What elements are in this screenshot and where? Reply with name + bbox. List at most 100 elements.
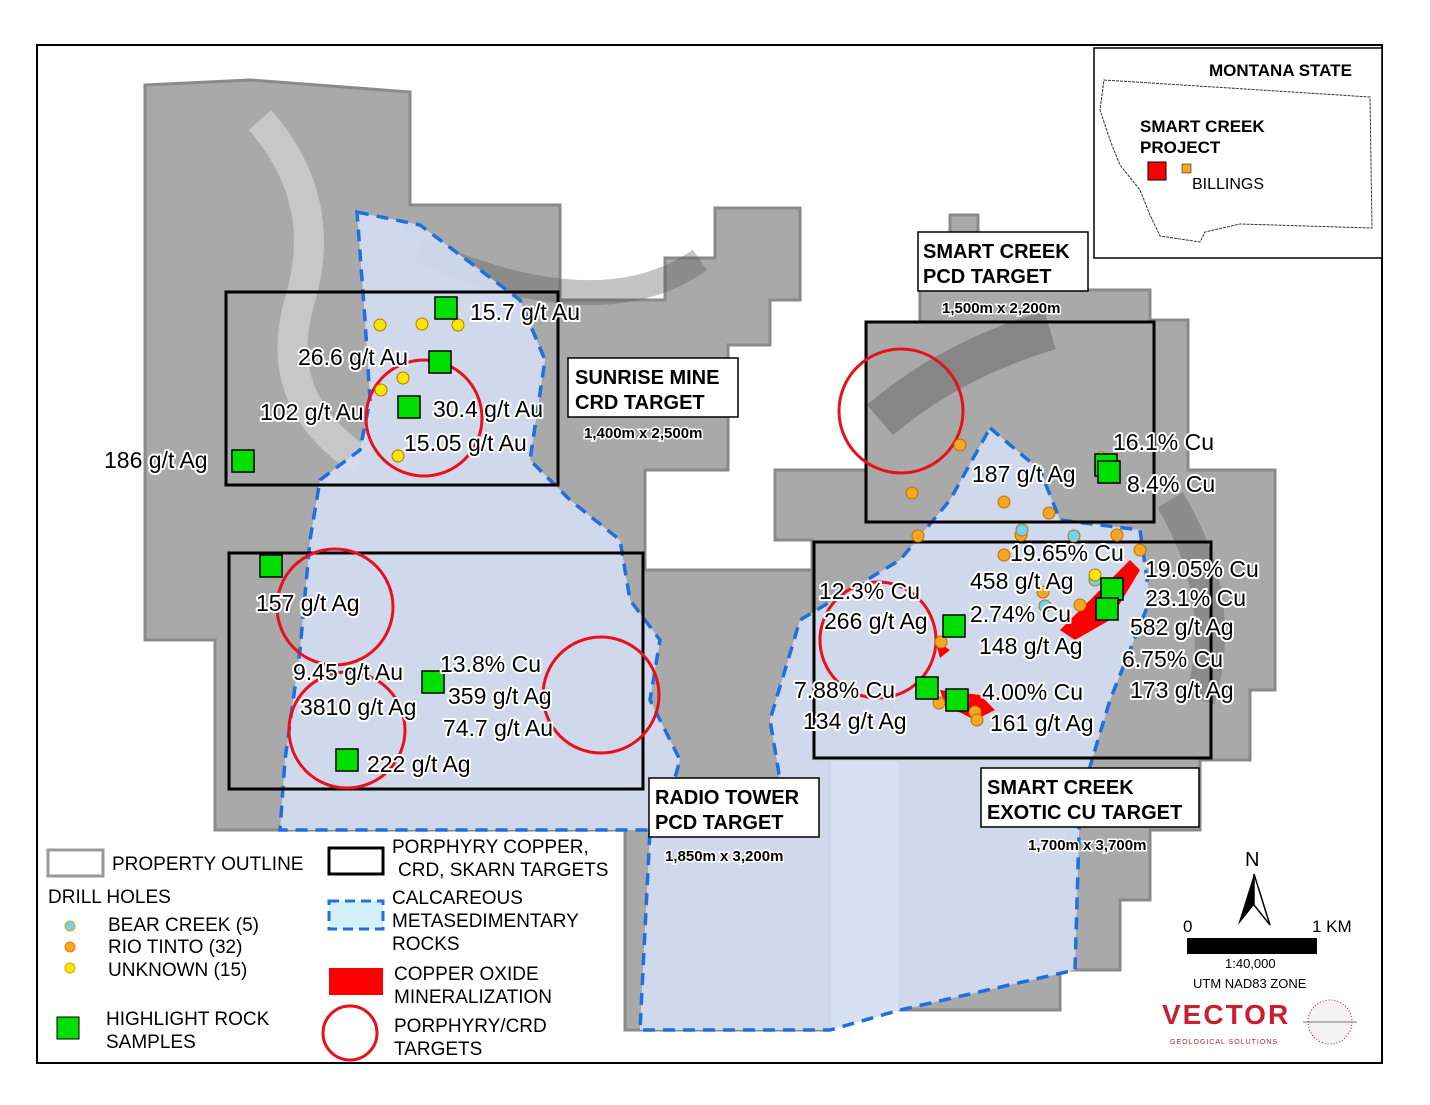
- svg-text:1,400m x 2,500m: 1,400m x 2,500m: [584, 425, 702, 442]
- drill-hole-rio-tinto: [905, 486, 919, 500]
- hillshade: [248, 110, 1225, 705]
- target-label-radio-tower: RADIO TOWER PCD TARGET 1,850m x 3,200m: [648, 777, 820, 867]
- svg-text:CRD, SKARN TARGETS: CRD, SKARN TARGETS: [398, 860, 608, 881]
- svg-text:METASEDIMENTARY: METASEDIMENTARY: [392, 911, 579, 932]
- rock-sample-marker: [1100, 577, 1124, 601]
- radio-tower-box: [227, 551, 645, 791]
- rock-sample-marker: [942, 614, 966, 638]
- drill-holes: [373, 317, 1147, 727]
- drill-hole-unknown: [415, 317, 429, 331]
- rock-sample-marker: [428, 350, 452, 374]
- drill-hole-rio-tinto: [1110, 528, 1124, 542]
- svg-text:COPPER OXIDE: COPPER OXIDE: [394, 964, 539, 985]
- assay-labels: 15.7 g/t Au 26.6 g/t Au 102 g/t Au 30.4 …: [102, 297, 1261, 779]
- drill-hole-unknown: [396, 371, 410, 385]
- svg-text:PORPHYRY COPPER,: PORPHYRY COPPER,: [392, 837, 589, 858]
- assay-label: 74.7 g/t Au: [443, 715, 553, 741]
- assay-label: 8.4% Cu: [1127, 471, 1215, 497]
- rock-sample-marker: [915, 676, 939, 700]
- calcareous-rocks: [278, 209, 1152, 1032]
- legend: PROPERTY OUTLINE DRILL HOLES BEAR CREEK …: [46, 837, 608, 1062]
- drill-hole-rio-tinto: [1042, 506, 1056, 520]
- assay-label: 2.74% Cu: [970, 601, 1071, 627]
- svg-text:N: N: [1245, 849, 1259, 871]
- svg-text:SAMPLES: SAMPLES: [106, 1032, 196, 1053]
- rock-sample-marker: [397, 395, 421, 419]
- rock-sample-marker: [945, 688, 969, 712]
- drill-hole-unknown: [391, 449, 405, 463]
- svg-text:SUNRISE MINE: SUNRISE MINE: [575, 367, 719, 389]
- assay-label: 15.05 g/t Au: [404, 430, 527, 456]
- svg-text:ROCKS: ROCKS: [392, 934, 460, 955]
- assay-label: 13.8% Cu: [440, 651, 541, 677]
- svg-text:PROJECT: PROJECT: [1140, 138, 1221, 157]
- svg-text:UTM NAD83 ZONE: UTM NAD83 ZONE: [1193, 976, 1307, 991]
- drill-hole-rio-tinto: [953, 438, 967, 452]
- drill-hole-rio-tinto: [970, 713, 984, 727]
- project-location-marker: [1147, 161, 1167, 181]
- drill-hole-rio-tinto: [997, 548, 1011, 562]
- target-label-smart-creek-pcd: SMART CREEK PCD TARGET 1,500m x 2,200m: [917, 231, 1089, 319]
- rock-sample-marker: [1095, 597, 1119, 621]
- svg-text:RADIO TOWER: RADIO TOWER: [655, 787, 800, 809]
- assay-label: 15.7 g/t Au: [470, 299, 580, 325]
- smart-creek-exotic-box: [812, 540, 1213, 760]
- svg-text:1 KM: 1 KM: [1312, 917, 1352, 936]
- rock-sample-marker: [335, 748, 359, 772]
- scale-bar: 0 1 KM 1:40,000 UTM NAD83 ZONE: [1183, 917, 1352, 991]
- legend-calcareous-swatch: [327, 899, 385, 931]
- drill-hole-unknown: [1088, 568, 1102, 582]
- svg-text:PCD TARGET: PCD TARGET: [923, 266, 1052, 288]
- drill-hole-rio-tinto: [1036, 585, 1050, 599]
- assay-label: 16.1% Cu: [1113, 429, 1214, 455]
- svg-text:PORPHYRY/CRD: PORPHYRY/CRD: [394, 1016, 547, 1037]
- vector-logo: VECTOR GEOLOGICAL SOLUTIONS: [1162, 999, 1357, 1046]
- svg-text:SMART CREEK: SMART CREEK: [987, 777, 1134, 799]
- assay-label: 161 g/t Ag: [990, 710, 1094, 736]
- svg-text:CALCAREOUS: CALCAREOUS: [392, 888, 523, 909]
- legend-bear-creek-icon: [64, 920, 76, 932]
- svg-text:PCD TARGET: PCD TARGET: [655, 812, 784, 834]
- svg-text:1:40,000: 1:40,000: [1225, 956, 1276, 971]
- svg-text:HIGHLIGHT ROCK: HIGHLIGHT ROCK: [106, 1009, 270, 1030]
- drill-hole-rio-tinto: [997, 495, 1011, 509]
- svg-text:SMART CREEK: SMART CREEK: [923, 241, 1070, 263]
- rock-sample-marker: [421, 670, 445, 694]
- assay-label: 23.1% Cu: [1145, 585, 1246, 611]
- north-arrow-icon: [1238, 874, 1254, 925]
- legend-rock-sample-icon: [56, 1016, 80, 1040]
- assay-label: 186 g/t Ag: [104, 447, 208, 473]
- assay-label: 102 g/t Au: [260, 399, 364, 425]
- assay-label: 12.3% Cu: [819, 578, 920, 604]
- svg-text:SMART CREEK: SMART CREEK: [1140, 117, 1265, 136]
- assay-label: 187 g/t Ag: [972, 461, 1076, 487]
- rock-sample-marker: [434, 296, 458, 320]
- drill-hole-bear-creek: [1038, 599, 1052, 613]
- drill-hole-rio-tinto: [1073, 598, 1087, 612]
- svg-text:1,850m x 3,200m: 1,850m x 3,200m: [665, 848, 783, 865]
- legend-target-circle-icon: [321, 1004, 379, 1062]
- assay-label: 7.88% Cu: [794, 677, 895, 703]
- assay-label: 134 g/t Ag: [803, 708, 907, 734]
- drill-hole-unknown: [451, 318, 465, 332]
- drill-hole-unknown: [374, 383, 388, 397]
- assay-label: 222 g/t Ag: [367, 751, 471, 777]
- assay-label: 359 g/t Ag: [448, 683, 552, 709]
- sunrise-mine-box: [224, 290, 560, 487]
- rock-samples: [231, 296, 1124, 772]
- rock-sample-marker: [1097, 460, 1121, 484]
- assay-label: 4.00% Cu: [982, 679, 1083, 705]
- montana-outline: [1099, 79, 1373, 243]
- svg-text:MINERALIZATION: MINERALIZATION: [394, 987, 552, 1008]
- drill-hole-rio-tinto: [1133, 543, 1147, 557]
- svg-text:BEAR CREEK (5): BEAR CREEK (5): [108, 915, 259, 936]
- target-circles: [275, 347, 965, 790]
- svg-text:DRILL HOLES: DRILL HOLES: [48, 887, 171, 908]
- drill-hole-bear-creek: [1067, 529, 1081, 543]
- svg-text:PROPERTY OUTLINE: PROPERTY OUTLINE: [112, 854, 303, 875]
- svg-text:GEOLOGICAL SOLUTIONS: GEOLOGICAL SOLUTIONS: [1170, 1039, 1278, 1046]
- legend-unknown-icon: [64, 962, 76, 974]
- assay-label: 3810 g/t Ag: [300, 694, 416, 720]
- billings-marker: [1181, 163, 1192, 174]
